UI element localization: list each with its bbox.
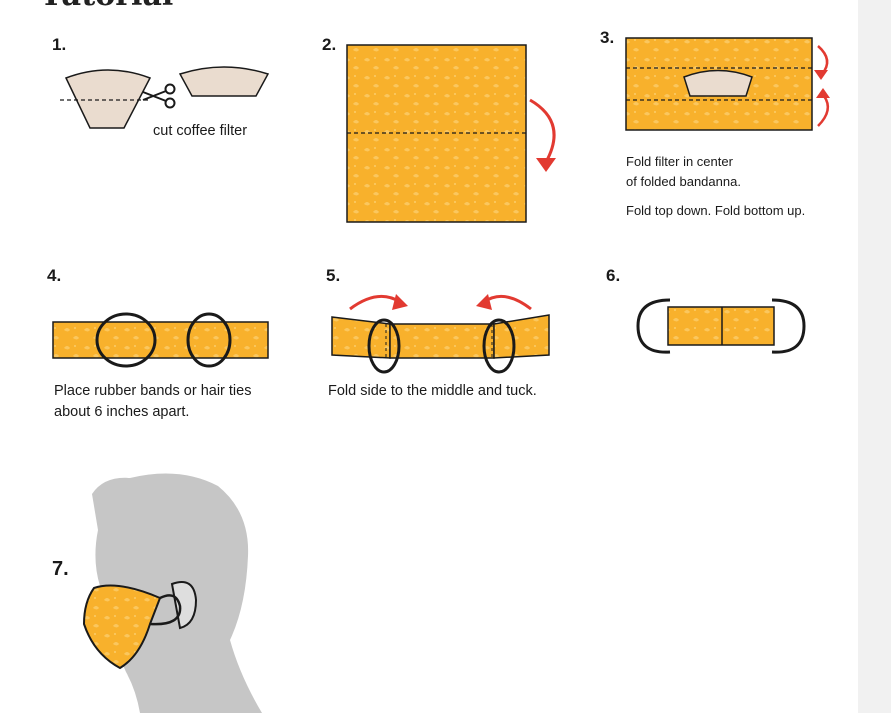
step-1-caption: cut coffee filter bbox=[153, 123, 248, 139]
step-4-number: 4. bbox=[47, 266, 62, 285]
step-4-caption-line-2: about 6 inches apart. bbox=[54, 404, 190, 420]
step-5-number: 5. bbox=[326, 266, 341, 285]
scissors-icon bbox=[142, 83, 176, 109]
step-4-caption-line-1: Place rubber bands or hair ties bbox=[54, 383, 252, 399]
curved-arrow-icon bbox=[529, 98, 556, 163]
step-6-illustration bbox=[636, 298, 806, 354]
step-2-number: 2. bbox=[322, 35, 337, 54]
step-7-illustration bbox=[82, 473, 262, 713]
step-7-number: 7. bbox=[52, 558, 69, 580]
step-2-illustration bbox=[346, 44, 556, 223]
step-3-caption-line-1: Fold filter in center bbox=[626, 154, 733, 169]
curved-arrow-icon bbox=[817, 45, 829, 75]
step-3-caption-line-2: of folded bandanna. bbox=[626, 174, 741, 189]
step-1-illustration bbox=[60, 66, 270, 129]
step-5-illustration bbox=[331, 294, 550, 374]
step-3-illustration bbox=[625, 37, 830, 131]
curved-arrow-icon bbox=[349, 294, 401, 311]
right-sidebar bbox=[858, 0, 891, 713]
step-3-caption-line-3: Fold top down. Fold bottom up. bbox=[626, 203, 806, 218]
curved-arrow-icon bbox=[817, 95, 830, 127]
page-title: Tutorial bbox=[40, 0, 173, 13]
step-4-illustration bbox=[52, 312, 269, 368]
step-3-number: 3. bbox=[600, 28, 615, 47]
step-6-number: 6. bbox=[606, 266, 621, 285]
step-5-caption: Fold side to the middle and tuck. bbox=[328, 383, 537, 399]
step-1-number: 1. bbox=[52, 35, 67, 54]
